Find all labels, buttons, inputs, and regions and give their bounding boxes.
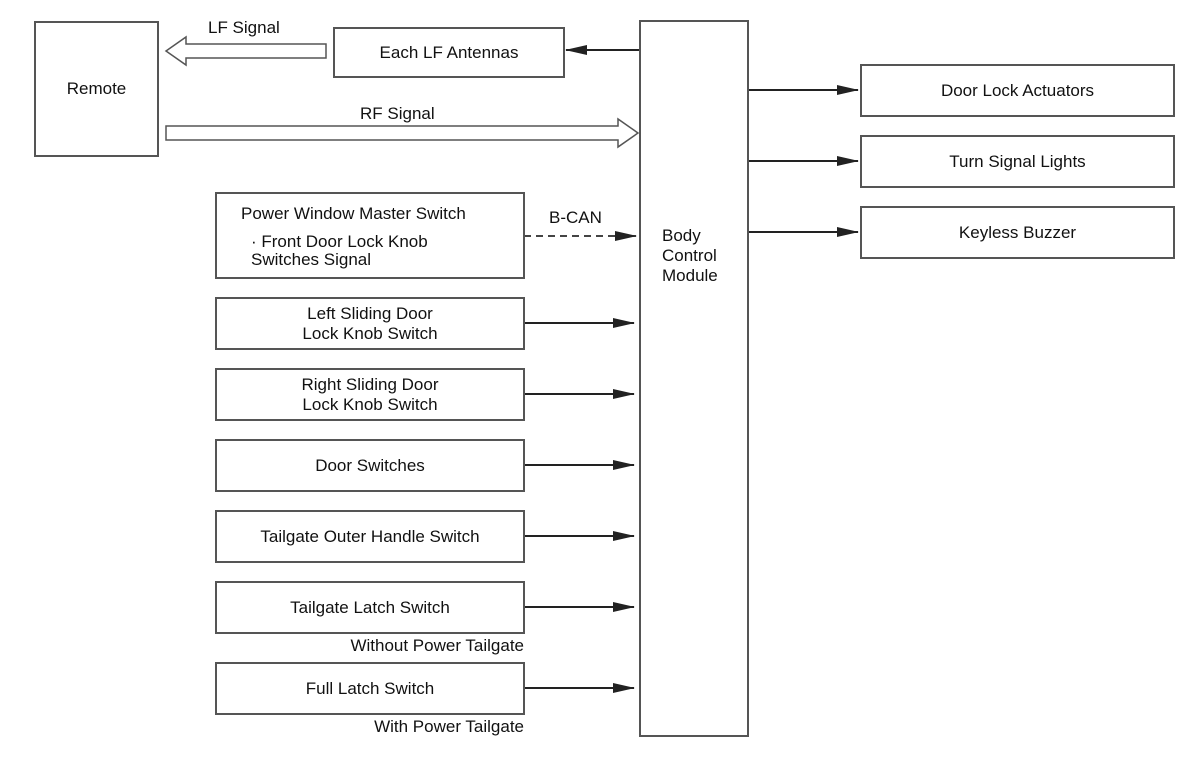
bcan-label: B-CAN [549, 208, 602, 227]
door-switches-box: Door Switches [215, 439, 525, 492]
tailgate-latch-switch-box: Tailgate Latch Switch [215, 581, 525, 634]
without-power-tailgate-note: Without Power Tailgate [350, 636, 524, 655]
remote-box: Remote [34, 21, 159, 157]
turn-signal-lights-label: Turn Signal Lights [949, 151, 1086, 171]
with-power-tailgate-note: With Power Tailgate [374, 717, 524, 736]
rf-signal-arrow [165, 117, 640, 149]
full-latch-switch-box: Full Latch Switch [215, 662, 525, 715]
lf-antennas-label: Each LF Antennas [379, 42, 519, 62]
tailgate-latch-label: Tailgate Latch Switch [290, 597, 450, 617]
remote-label: Remote [66, 79, 127, 98]
bcm-label: Body Control Module [662, 226, 718, 286]
power-window-line3: Switches Signal [251, 250, 372, 269]
bcm-label-line3: Module [662, 266, 718, 285]
keyless-buzzer-box: Keyless Buzzer [860, 206, 1175, 259]
right-sliding-line2: Lock Knob Switch [302, 394, 438, 414]
bcm-label-line1: Body [662, 226, 701, 245]
power-window-line1: Power Window Master Switch [241, 204, 466, 223]
power-window-master-switch-box: Power Window Master Switch · Front Door … [215, 192, 525, 279]
door-lock-actuators-box: Door Lock Actuators [860, 64, 1175, 117]
bcm-label-line2: Control [662, 246, 717, 265]
lf-signal-label: LF Signal [208, 18, 280, 37]
lf-antennas-box: Each LF Antennas [333, 27, 565, 78]
body-control-module-box: Body Control Module [639, 20, 749, 737]
left-sliding-door-switch-box: Left Sliding Door Lock Knob Switch [215, 297, 525, 350]
power-window-line2: · Front Door Lock Knob [251, 232, 428, 251]
full-latch-label: Full Latch Switch [305, 678, 435, 698]
tailgate-outer-handle-switch-box: Tailgate Outer Handle Switch [215, 510, 525, 563]
door-switches-label: Door Switches [315, 455, 425, 475]
rf-signal-label: RF Signal [360, 104, 435, 123]
left-sliding-line2: Lock Knob Switch [302, 323, 438, 343]
right-sliding-line1: Right Sliding Door [301, 374, 439, 394]
left-sliding-line1: Left Sliding Door [307, 303, 433, 323]
tailgate-outer-label: Tailgate Outer Handle Switch [260, 526, 480, 546]
right-sliding-door-switch-box: Right Sliding Door Lock Knob Switch [215, 368, 525, 421]
turn-signal-lights-box: Turn Signal Lights [860, 135, 1175, 188]
door-lock-actuators-label: Door Lock Actuators [940, 80, 1095, 100]
lf-signal-arrow [164, 35, 327, 67]
keyless-buzzer-label: Keyless Buzzer [958, 222, 1077, 242]
